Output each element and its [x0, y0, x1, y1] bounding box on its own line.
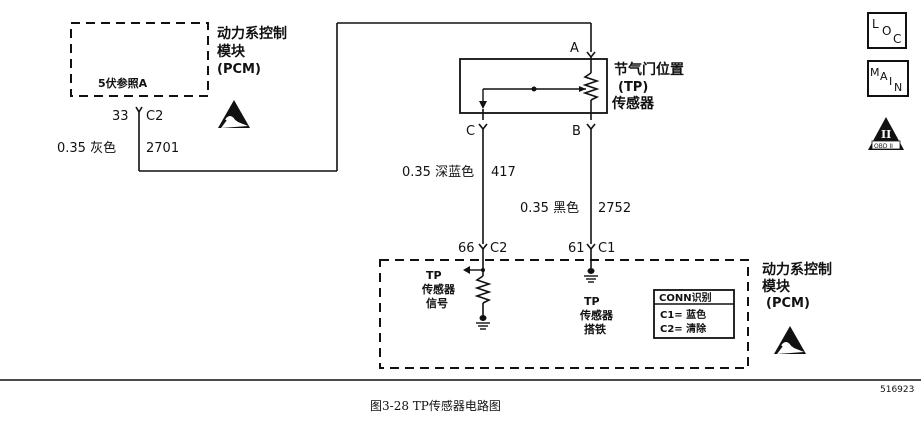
loc-icon: L O C — [867, 12, 907, 49]
main-letter-2: A — [880, 70, 888, 83]
pcm-top-pin: 33 — [112, 109, 129, 124]
conn-id-header: CONN识别 — [659, 291, 712, 304]
signal-label-3: 信号 — [426, 296, 448, 310]
obd2-icon: II OBD II — [868, 117, 904, 150]
tp-pin-a: A — [570, 41, 579, 56]
figure-caption: 图3-28 TP传感器电路图 — [370, 398, 501, 413]
loc-letter-3: C — [893, 32, 901, 46]
wire-2701: 0.35 灰色 2701 — [57, 22, 592, 172]
conn-id-row-2: C2= 清除 — [660, 322, 707, 335]
tp-sensor: A C B 节气门位置 (TP) 传感器 — [459, 41, 684, 139]
ground-conn: C1 — [598, 241, 615, 256]
pcm-bottom-title-2: 模块 — [762, 278, 791, 295]
ground-symbol-icon — [584, 268, 598, 283]
pcm-top-ref-text: 5伏参照A — [98, 76, 148, 90]
signal-label-2: 传感器 — [421, 282, 456, 296]
signal-pin: 66 — [458, 241, 475, 256]
ground-label-2: 传感器 — [579, 308, 614, 322]
main-icon: M A I N — [867, 60, 909, 97]
pcm-top-title-1: 动力系控制 — [217, 25, 287, 42]
pcm-top-connector: 33 C2 — [112, 106, 163, 124]
wire-2701-color: 0.35 灰色 — [57, 140, 116, 156]
pcm-bottom-pins: 66 C2 61 C1 — [458, 241, 615, 256]
signal-label-1: TP — [426, 269, 442, 282]
main-letter-3: I — [889, 75, 892, 88]
pcm-top-title-3: (PCM) — [217, 62, 261, 77]
main-letter-4: N — [894, 81, 902, 94]
wire-417-circuit: 417 — [491, 165, 516, 180]
wire-2752-circuit: 2752 — [598, 201, 631, 216]
conn-id-table: CONN识别 C1= 蓝色 C2= 清除 — [653, 289, 735, 339]
wire-417: 0.35 深蓝色 417 — [402, 129, 516, 244]
wire-2752: 0.35 黑色 2752 — [520, 129, 631, 244]
ground-label-1: TP — [584, 295, 600, 308]
pcm-bottom-title-1: 动力系控制 — [762, 261, 832, 278]
wire-2752-color: 0.35 黑色 — [520, 200, 579, 216]
ground-symbol-icon — [476, 315, 490, 330]
figure-number: 516923 — [880, 385, 914, 395]
signal-conn: C2 — [490, 241, 507, 256]
obd2-text: OBD II — [874, 143, 893, 150]
tp-pin-b: B — [572, 124, 581, 139]
tp-label-2: (TP) — [618, 80, 648, 95]
loc-letter-2: O — [882, 24, 891, 38]
tp-pin-c: C — [466, 124, 475, 139]
ground-label-3: 搭铁 — [584, 322, 606, 336]
ground-pin: 61 — [568, 241, 585, 256]
pcm-top-conn: C2 — [146, 109, 163, 124]
esd-warning-icon — [218, 100, 250, 128]
conn-id-row-1: C1= 蓝色 — [660, 308, 706, 321]
main-letter-1: M — [870, 66, 880, 79]
pcm-bottom-title-3: (PCM) — [766, 296, 810, 311]
tp-label-1: 节气门位置 — [614, 61, 684, 78]
wire-417-color: 0.35 深蓝色 — [402, 164, 474, 180]
tp-label-3: 传感器 — [611, 95, 655, 112]
pcm-bottom-block: TP 传感器 信号 TP 传感器 搭铁 CONN识别 C1= 蓝色 C2= 清除… — [379, 249, 832, 369]
loc-letter-1: L — [872, 17, 879, 31]
pcm-top-block: 5伏参照A 动力系控制 模块 (PCM) — [70, 22, 287, 128]
pcm-top-title-2: 模块 — [217, 43, 246, 60]
esd-warning-icon — [774, 326, 806, 354]
wire-2701-circuit: 2701 — [146, 141, 179, 156]
obd2-numeral: II — [881, 128, 891, 141]
